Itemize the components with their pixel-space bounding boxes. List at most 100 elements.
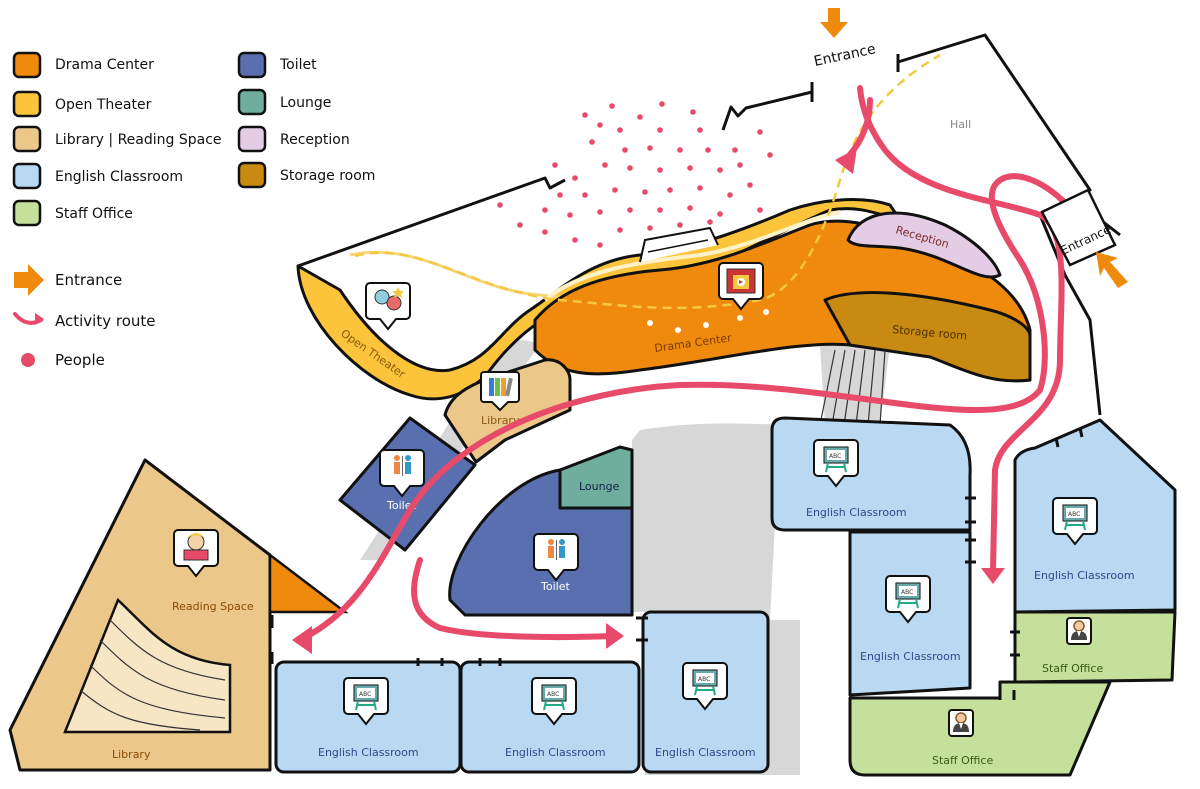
staff-office-1 xyxy=(1013,610,1177,684)
legend-label-storage-room: Storage room xyxy=(280,168,375,184)
person-dot xyxy=(687,205,693,211)
people-crowd xyxy=(497,101,773,248)
entrance-arrow-right-icon xyxy=(1096,252,1128,288)
activity-route-lower xyxy=(411,557,615,641)
person-dot xyxy=(617,227,623,233)
legend-item-people: People xyxy=(21,351,105,369)
legend-label-entrance: Entrance xyxy=(55,271,122,289)
classroom-board-icon: ABC xyxy=(682,662,728,710)
classroom-board-icon: ABC xyxy=(343,677,389,725)
legend-item-open-theater: Open Theater xyxy=(12,90,152,118)
person-dot xyxy=(677,222,683,228)
staff-office-2-label: Staff Office xyxy=(932,754,993,767)
person-dot xyxy=(667,187,673,193)
person-dot xyxy=(589,139,595,145)
person-dot xyxy=(687,165,693,171)
person-dot xyxy=(705,147,711,153)
board-text: ABC xyxy=(901,589,913,596)
person-dot xyxy=(622,147,628,153)
person-dot xyxy=(497,202,503,208)
legend-item-library: Library | Reading Space xyxy=(12,125,222,153)
legend-swatch-open-theater xyxy=(12,90,42,118)
board-text: ABC xyxy=(359,691,371,698)
legend-swatch-staff-office xyxy=(12,199,42,227)
person-dot xyxy=(690,109,696,115)
legend-label-library: Library | Reading Space xyxy=(55,132,222,148)
legend-label-staff-office: Staff Office xyxy=(55,206,133,222)
board-text: ABC xyxy=(698,676,710,683)
door-marks xyxy=(270,427,1084,700)
english-classroom-1-label: English Classroom xyxy=(318,746,419,759)
person-dot xyxy=(542,207,548,213)
person-dot xyxy=(757,129,763,135)
person-dot xyxy=(647,225,653,231)
legend-item-activity-route: Activity route xyxy=(13,312,156,330)
staff-person-icon xyxy=(948,709,974,737)
legend-item-toilet: Toilet xyxy=(237,51,317,79)
classroom-board-icon: ABC xyxy=(813,439,859,487)
legend-swatch-drama-center xyxy=(12,51,42,79)
legend-label-toilet: Toilet xyxy=(279,57,317,73)
lounge-room xyxy=(558,445,634,510)
person-dot xyxy=(602,162,608,168)
drama-masks-icon xyxy=(365,282,411,330)
person-dot xyxy=(637,114,643,120)
person-dot xyxy=(582,192,588,198)
person-dot xyxy=(657,207,663,213)
person-dot xyxy=(727,192,733,198)
person-dot xyxy=(557,192,563,198)
lounge-label: Lounge xyxy=(579,480,620,493)
legend-swatch-toilet xyxy=(237,51,267,79)
toilet-2-label: Toilet xyxy=(540,580,570,593)
reading-space-label: Reading Space xyxy=(172,600,254,613)
entrance-arrow-icon xyxy=(14,264,44,296)
person-dot xyxy=(582,112,588,118)
library-large-label: Library xyxy=(112,748,151,761)
person-dot xyxy=(617,127,623,133)
theater-stage-icon xyxy=(718,262,764,310)
staff-office-2 xyxy=(848,680,1112,777)
person-dot xyxy=(597,242,603,248)
person-dot xyxy=(572,175,578,181)
staff-office-1-label: Staff Office xyxy=(1042,662,1103,675)
map-legend: Drama Center Open Theater Library | Read… xyxy=(12,51,375,369)
person-dot xyxy=(552,162,558,168)
reader-icon xyxy=(173,529,219,577)
legend-item-drama-center: Drama Center xyxy=(12,51,154,79)
entrance-arrow-top-icon xyxy=(820,8,848,38)
hall-label: Hall xyxy=(950,118,971,131)
person-dot xyxy=(659,101,665,107)
legend-label-drama-center: Drama Center xyxy=(55,57,154,73)
entrance-top-label: Entrance xyxy=(813,41,878,70)
english-classroom-5-label: English Classroom xyxy=(860,650,961,663)
legend-label-activity-route: Activity route xyxy=(55,312,156,330)
legend-label-people: People xyxy=(55,351,105,369)
legend-swatch-reception xyxy=(237,125,267,153)
person-dot xyxy=(732,147,738,153)
person-dot xyxy=(542,229,548,235)
person-dot xyxy=(647,145,653,151)
person-dot xyxy=(717,211,723,217)
person-dot xyxy=(642,189,648,195)
activity-route-main xyxy=(297,173,1083,643)
person-dot xyxy=(697,127,703,133)
person-dot xyxy=(572,237,578,243)
entrance-right: Entrance xyxy=(1040,188,1128,288)
activity-route-arrowheads xyxy=(292,148,1005,654)
legend-label-english-classroom: English Classroom xyxy=(55,169,183,185)
reception-room xyxy=(846,211,1002,279)
person-dot xyxy=(597,122,603,128)
person-dot xyxy=(657,167,663,173)
board-text: ABC xyxy=(547,691,559,698)
library-small-room xyxy=(443,358,572,464)
person-dot xyxy=(767,152,773,158)
legend-label-open-theater: Open Theater xyxy=(55,97,152,113)
board-text: ABC xyxy=(829,453,841,460)
staff-person-icon xyxy=(1066,617,1092,645)
person-dot xyxy=(697,185,703,191)
english-classroom-3-label: English Classroom xyxy=(655,746,756,759)
drama-center-people xyxy=(647,309,769,333)
person-dot xyxy=(612,187,618,193)
storage-room xyxy=(823,291,1032,383)
person-dot xyxy=(597,209,603,215)
